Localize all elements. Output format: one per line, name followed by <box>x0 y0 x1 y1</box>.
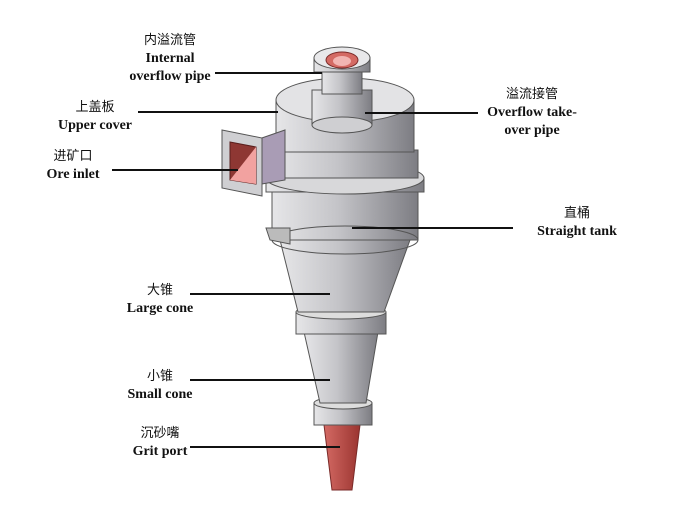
straight-tank <box>271 189 419 241</box>
label-en: over pipe <box>504 123 560 138</box>
label-grit-port: 沉砂嘴 Grit port <box>110 425 210 461</box>
label-en: Straight tank <box>537 224 617 239</box>
label-upper-cover: 上盖板 Upper cover <box>40 99 150 135</box>
ore-inlet-opening-highlight <box>230 147 256 184</box>
label-zh: 内溢流管 <box>143 33 196 48</box>
label-ore-inlet: 进矿口 Ore inlet <box>28 148 118 184</box>
support-bracket <box>265 227 291 245</box>
label-zh: 沉砂嘴 <box>140 426 180 441</box>
label-overflow-takeover-pipe: 溢流接管 Overflow take- over pipe <box>472 86 592 140</box>
label-zh: 大锥 <box>146 283 173 298</box>
internal-overflow-pipe-bore-highlight <box>333 56 351 66</box>
label-en: Upper cover <box>58 118 132 133</box>
label-zh: 溢流接管 <box>505 87 558 102</box>
label-zh: 进矿口 <box>53 149 93 164</box>
label-zh: 直桶 <box>563 206 590 221</box>
overflow-takeover-flange <box>311 116 373 134</box>
label-en: Internal <box>145 51 195 66</box>
label-en: overflow pipe <box>129 69 211 84</box>
label-en: Overflow take- <box>487 105 577 120</box>
label-straight-tank: 直桶 Straight tank <box>522 205 632 241</box>
label-en: Ore inlet <box>46 167 100 182</box>
tank-upper-band <box>271 149 419 179</box>
grit-port <box>323 424 361 491</box>
label-en: Small cone <box>127 387 193 402</box>
small-cone <box>303 331 379 404</box>
label-zh: 小锥 <box>146 369 173 384</box>
label-internal-overflow-pipe: 内溢流管 Internal overflow pipe <box>110 32 230 86</box>
label-large-cone: 大锥 Large cone <box>110 282 210 318</box>
label-small-cone: 小锥 Small cone <box>110 368 210 404</box>
label-en: Grit port <box>132 444 188 459</box>
label-en: Large cone <box>126 301 194 316</box>
label-zh: 上盖板 <box>75 100 115 115</box>
